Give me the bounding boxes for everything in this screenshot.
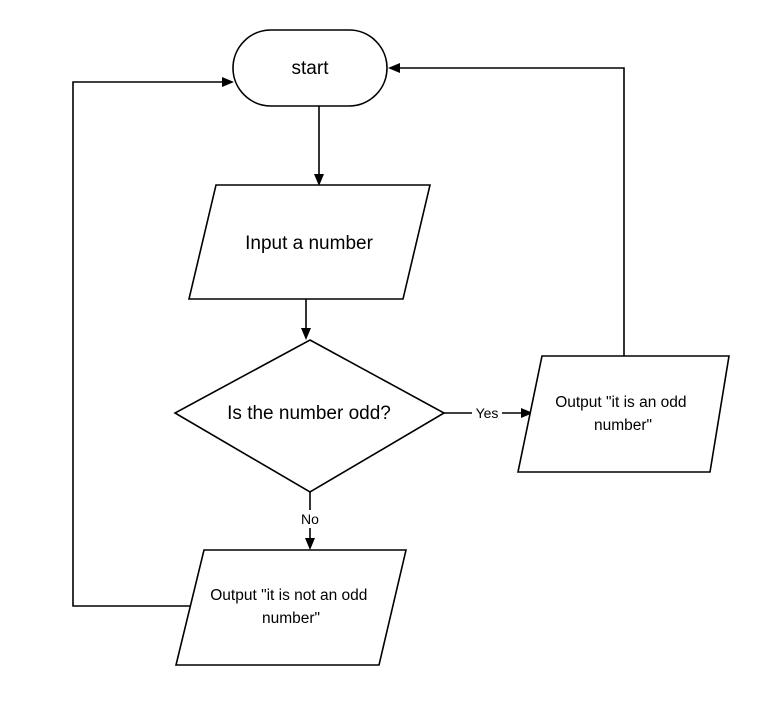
output-not-odd-parallelogram	[174, 549, 408, 666]
no-label-background	[296, 510, 324, 528]
output-odd-label-line-2: number"	[594, 417, 652, 434]
output-not-odd-label-line-1: Output "it is not an odd	[210, 587, 367, 604]
arrowhead-input-to-decision	[301, 328, 311, 340]
arrowhead-decision-no	[305, 538, 315, 550]
yes-label-background	[472, 404, 502, 422]
output-odd-parallelogram	[517, 355, 730, 473]
decision-label: Is the number odd?	[227, 403, 391, 424]
edge-output-odd-to-start	[398, 67, 625, 356]
start-label: start	[292, 58, 330, 79]
output-not-odd-label-line-2: number"	[262, 610, 320, 627]
decision-diamond	[173, 339, 446, 493]
arrowhead-output-not-odd-to-start	[222, 77, 234, 87]
output-not-odd-label: Output "it is not an odd number"	[210, 587, 371, 627]
arrowhead-output-odd-to-start	[388, 63, 400, 73]
edge-output-not-odd-to-start	[72, 81, 224, 607]
input-label: Input a number	[245, 233, 373, 254]
output-odd-label-line-1: Output "it is an odd	[555, 394, 686, 411]
arrowhead-decision-yes	[521, 408, 533, 418]
output-odd-label: Output "it is an odd number"	[555, 394, 691, 434]
arrowhead-start-to-input	[314, 174, 324, 186]
no-label: No	[301, 511, 319, 527]
yes-label: Yes	[476, 405, 499, 421]
input-parallelogram	[187, 184, 432, 300]
start-terminator	[232, 29, 388, 107]
